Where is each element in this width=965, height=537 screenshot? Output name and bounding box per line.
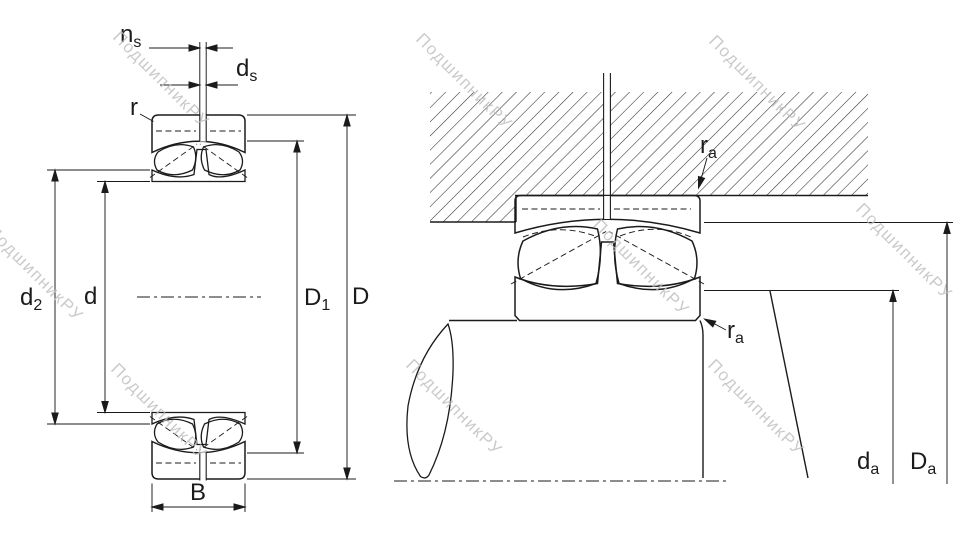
- dim-label-d2: d2: [20, 284, 42, 314]
- dimension-ds: [160, 81, 238, 89]
- leader-r: [139, 113, 154, 122]
- dimension-D: [247, 113, 356, 481]
- dim-label-Da: Da: [910, 448, 936, 478]
- inner-ring-bottom-section: [151, 411, 246, 446]
- roller-mounted-left: [517, 225, 602, 291]
- dim-label-B: B: [190, 479, 206, 506]
- left-view-cross-section: [47, 42, 356, 512]
- roller-bottom-right: [200, 418, 244, 450]
- shaft-shoulder-contour: [769, 290, 809, 479]
- housing-section: [430, 92, 868, 222]
- oil-hole-housing-edges: [603, 73, 611, 196]
- dim-label-D: D: [352, 283, 369, 310]
- dimension-d2: [47, 168, 150, 426]
- inner-ring-mounted: [514, 241, 701, 322]
- dim-label-r: r: [130, 94, 138, 121]
- shaft-break-section: [406, 322, 454, 479]
- roller-top-left: [153, 144, 197, 176]
- leader-ra-top: [697, 157, 708, 190]
- dimension-B: [150, 483, 247, 512]
- dim-label-ds: ds: [236, 55, 257, 85]
- oil-hole-housing: [603, 73, 611, 196]
- dim-label-D1: D1: [304, 284, 330, 314]
- right-view-mounting: [394, 73, 953, 484]
- outer-ring-bottom-section: [151, 440, 246, 480]
- dimension-labels: ns ds r d2 d D1 D B ra ra da Da: [20, 21, 936, 506]
- dimension-ns: [149, 42, 233, 114]
- dimension-D1: [247, 139, 304, 455]
- oil-hole-ring: [603, 196, 611, 219]
- dim-label-ra-top: ra: [700, 132, 717, 162]
- outer-ring-mounted: [514, 194, 701, 235]
- lubrication-hole-edges: [199, 113, 207, 481]
- inner-ring-top-section: [151, 148, 246, 183]
- dimension-da: [704, 288, 899, 484]
- watermark-text: ПодшипникРУ: [109, 27, 213, 131]
- watermark-text: ПодшипникРУ: [852, 199, 956, 303]
- leader-ra-bottom: [702, 318, 727, 331]
- dimension-Da: [704, 220, 953, 484]
- roller-bottom-left: [153, 418, 197, 450]
- lubrication-slot-bottom: [199, 452, 207, 481]
- outer-ring-top-section: [151, 114, 246, 154]
- dim-label-ra-bottom: ra: [727, 317, 744, 347]
- shaft-shoulder-face: [699, 320, 704, 478]
- roller-mounted-right: [613, 225, 698, 291]
- watermark-text: ПодшипникРУ: [107, 359, 211, 463]
- watermark-text: ПодшипникРУ: [402, 355, 506, 459]
- dim-label-da: da: [857, 448, 879, 478]
- oil-hole-ring-edges: [603, 196, 611, 219]
- dimension-d: [97, 179, 150, 415]
- watermark-text: ПодшипникРУ: [589, 215, 693, 319]
- dim-label-d: d: [84, 283, 97, 310]
- hidden-lines-left-view: [149, 130, 248, 464]
- lubrication-slot-top: [199, 113, 207, 142]
- watermark-text: ПодшипникРУ: [0, 221, 87, 325]
- dim-label-ns: ns: [120, 21, 141, 51]
- watermark-text: ПодшипникРУ: [704, 355, 808, 459]
- hidden-lines-right-view: [510, 208, 705, 285]
- roller-top-right: [200, 144, 244, 176]
